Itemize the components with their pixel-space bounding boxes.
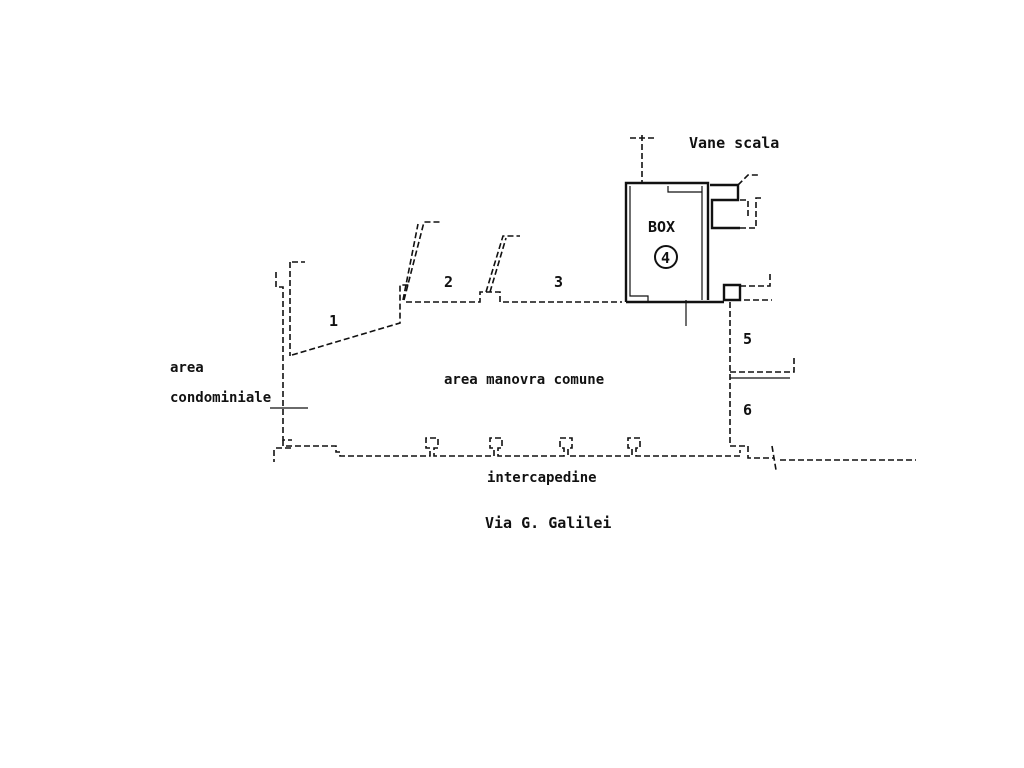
- left-wall: [270, 261, 308, 441]
- space-1-walls: [291, 221, 440, 356]
- right-wall: [729, 302, 795, 471]
- box-number: 4: [661, 249, 670, 267]
- condominiale-label: condominiale: [170, 390, 271, 406]
- street-label: Via G. Galilei: [485, 514, 611, 532]
- space-3-label: 3: [554, 273, 563, 291]
- area-label: area: [170, 360, 204, 376]
- bottom-wall: [273, 437, 916, 462]
- space-5-label: 5: [743, 330, 752, 348]
- space-2-label: 2: [444, 273, 453, 291]
- stair-well: [630, 135, 772, 302]
- box-number-circle: [654, 245, 678, 269]
- top-wall: [406, 235, 622, 303]
- space-6-label: 6: [743, 401, 752, 419]
- intercapedine-label: intercapedine: [487, 470, 597, 486]
- stair-label: Vane scala: [689, 134, 779, 152]
- box-4-room: [624, 181, 724, 326]
- box-label: BOX: [648, 218, 675, 236]
- space-1-label: 1: [329, 312, 338, 330]
- maneuver-area-label: area manovra comune: [444, 372, 604, 388]
